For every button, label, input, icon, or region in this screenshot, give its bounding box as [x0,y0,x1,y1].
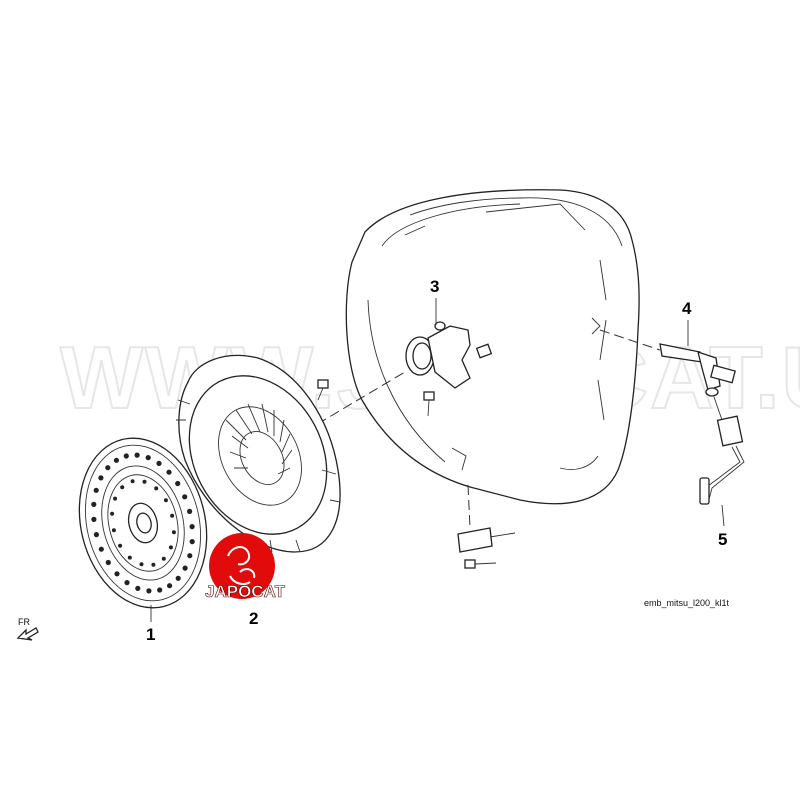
disc-rivet [105,465,111,471]
bolt-center [423,391,435,417]
callout-2: 2 [249,609,258,628]
disc-rivet [93,487,99,493]
disc-rivet [118,543,123,548]
disc-rivet [154,486,159,491]
callout-3: 3 [430,277,439,296]
disc-rivet [175,575,181,581]
disc-rivet [127,555,132,560]
clutch-disc [78,437,208,609]
disc-rivet [105,559,111,566]
logo-text: JAPOCAT [205,582,286,601]
disc-rivet [139,562,144,567]
transmission-housing [345,189,640,505]
bracket-plate [457,484,516,553]
disc-rivet [110,511,115,516]
diagram-caption: emb_mitsu_l200_kl1t [644,598,730,608]
pressure-plate [176,354,341,553]
front-direction-marker: FR [16,617,39,641]
disc-rivet [163,498,168,503]
disc-rivet [182,565,188,571]
disc-rivet [157,587,163,593]
disc-rivet [111,528,116,533]
callout-1: 1 [146,625,155,644]
disc-rivet [135,585,141,592]
callout-5: 5 [718,530,727,549]
disc-rivet [124,580,130,586]
disc-rivet [189,539,195,545]
logo-badge [209,533,275,599]
cat-mark-icon [227,546,256,585]
disc-rivet [161,556,166,561]
fr-label: FR [18,617,30,627]
disc-rivet [187,553,193,559]
disc-rivet [187,508,193,514]
disc-rivet [167,583,173,589]
disc-rivets [91,452,195,594]
disc-rivet [175,480,181,487]
disc-rivet [145,455,151,461]
disc-rivet [93,532,99,538]
disc-rivet [166,469,172,475]
callout-4: 4 [682,299,692,318]
disc-rivet [171,530,176,535]
hydraulic-fitting [599,329,736,397]
disc-rivet [142,479,147,484]
disc-rivet [168,545,173,550]
bracket-bolt [464,559,497,569]
disc-rivet [98,475,104,481]
disc-rivet [156,460,162,466]
disc-rivet [123,453,129,459]
arrow-down-left-icon [16,627,39,641]
disc-rivet [120,485,125,490]
disc-rivet [98,546,104,552]
clutch-pipe [699,396,745,505]
disc-rivet [114,571,120,577]
bolt-left [317,379,329,401]
disc-rivet [151,562,156,567]
disc-rivet [130,479,135,484]
disc-rivet [182,494,188,500]
disc-rivet [170,513,175,518]
disc-rivet [189,524,195,530]
disc-rivet [146,588,152,594]
release-bearing [405,321,493,389]
disc-rivet [91,501,97,507]
disc-rivet [113,496,118,501]
disc-rivet [113,457,119,463]
disc-rivet [134,452,140,458]
disc-rivet [91,516,97,523]
japocat-logo: JAPOCAT [205,533,286,601]
